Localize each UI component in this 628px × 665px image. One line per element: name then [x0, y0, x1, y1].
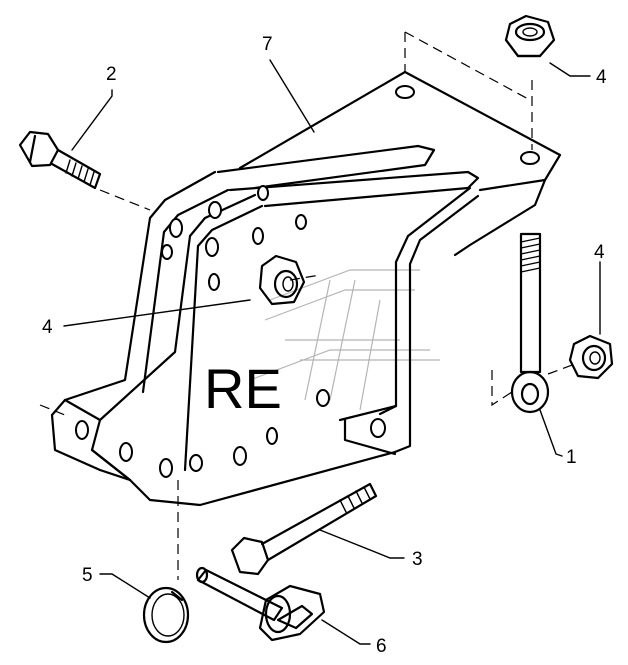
pin-with-handle-icon: [195, 566, 326, 642]
callout-4-top: 4: [596, 67, 607, 88]
spring-ring-icon: [142, 586, 190, 644]
callout-7: 7: [262, 34, 273, 55]
hex-bolt-icon: [18, 130, 102, 190]
callout-5: 5: [82, 565, 93, 586]
hex-nut-icon: [258, 254, 306, 306]
hex-nut-icon: [568, 334, 614, 380]
callout-4-left: 4: [42, 317, 53, 338]
re-mark-label: RE: [204, 357, 282, 420]
long-hex-bolt-icon: [230, 482, 378, 576]
callout-2: 2: [106, 64, 117, 85]
callout-6: 6: [376, 636, 387, 657]
mounting-bracket-icon: [50, 70, 562, 507]
eye-bolt-icon: [510, 232, 550, 414]
watermark-graphic: [249, 269, 440, 411]
callout-4-right: 4: [594, 242, 605, 263]
callout-3: 3: [412, 549, 423, 570]
assembly-guide-lines: [39, 31, 576, 580]
leader-lines: [63, 59, 601, 645]
callout-1: 1: [566, 447, 577, 468]
hex-nut-icon: [504, 14, 556, 58]
